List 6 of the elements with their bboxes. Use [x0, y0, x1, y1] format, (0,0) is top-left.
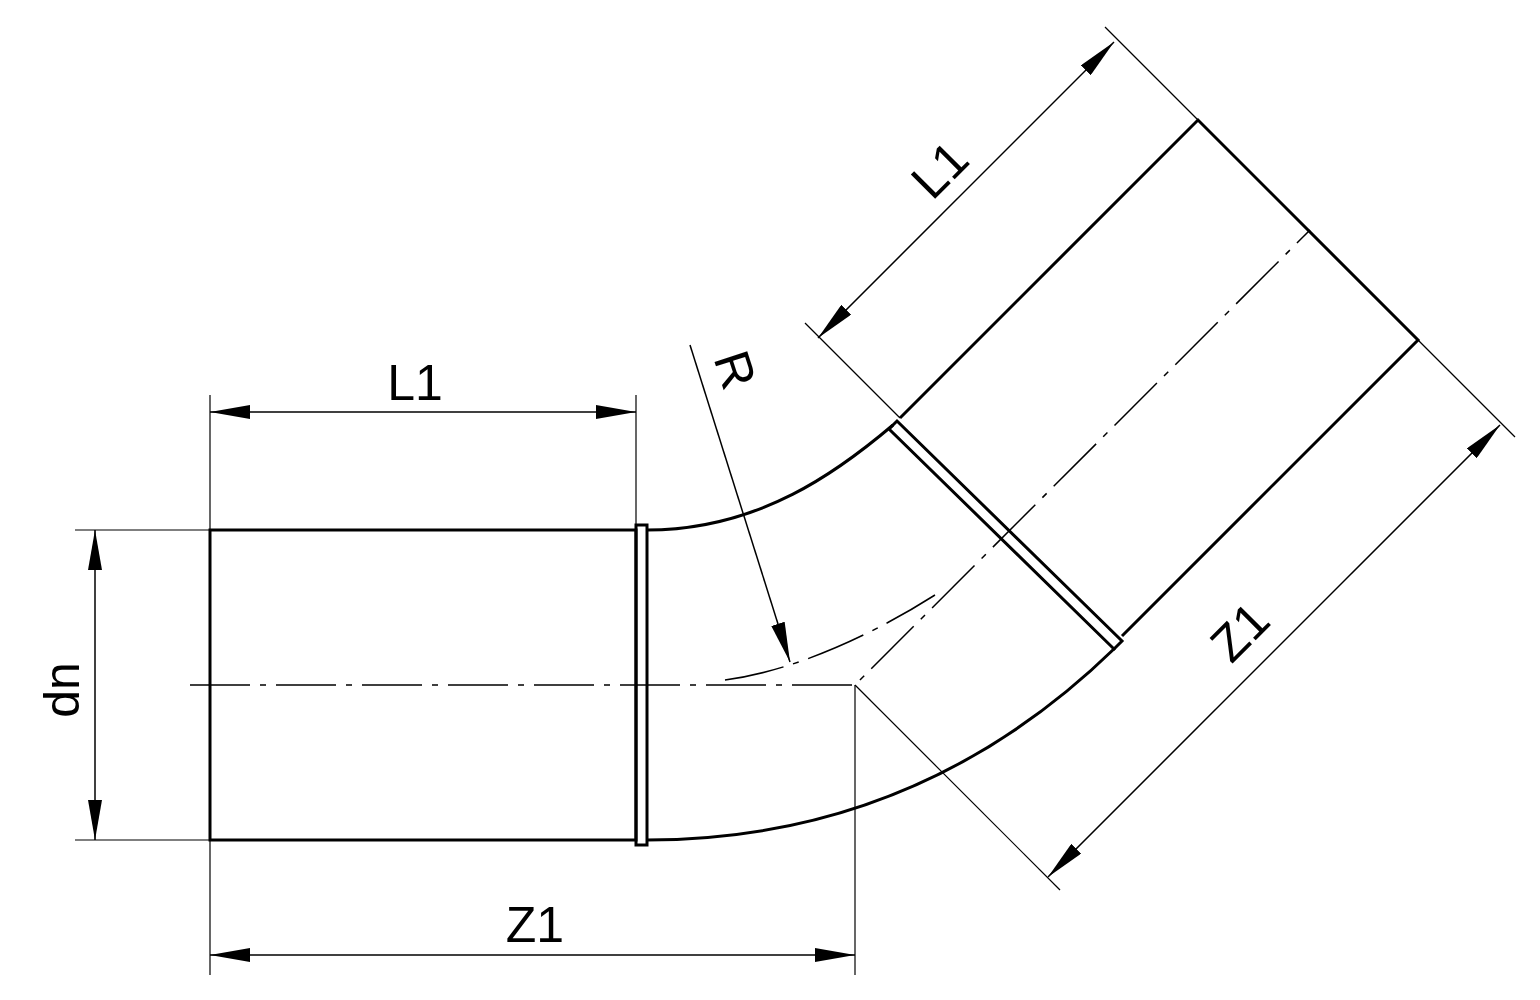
- dimension-label: L1: [387, 358, 443, 408]
- dimension-label: dn: [37, 662, 87, 718]
- dimension-label: R: [705, 345, 765, 395]
- dimension-label: Z1: [1201, 593, 1279, 671]
- dimension-label: Z1: [505, 900, 565, 950]
- dimension-label: L1: [902, 132, 978, 208]
